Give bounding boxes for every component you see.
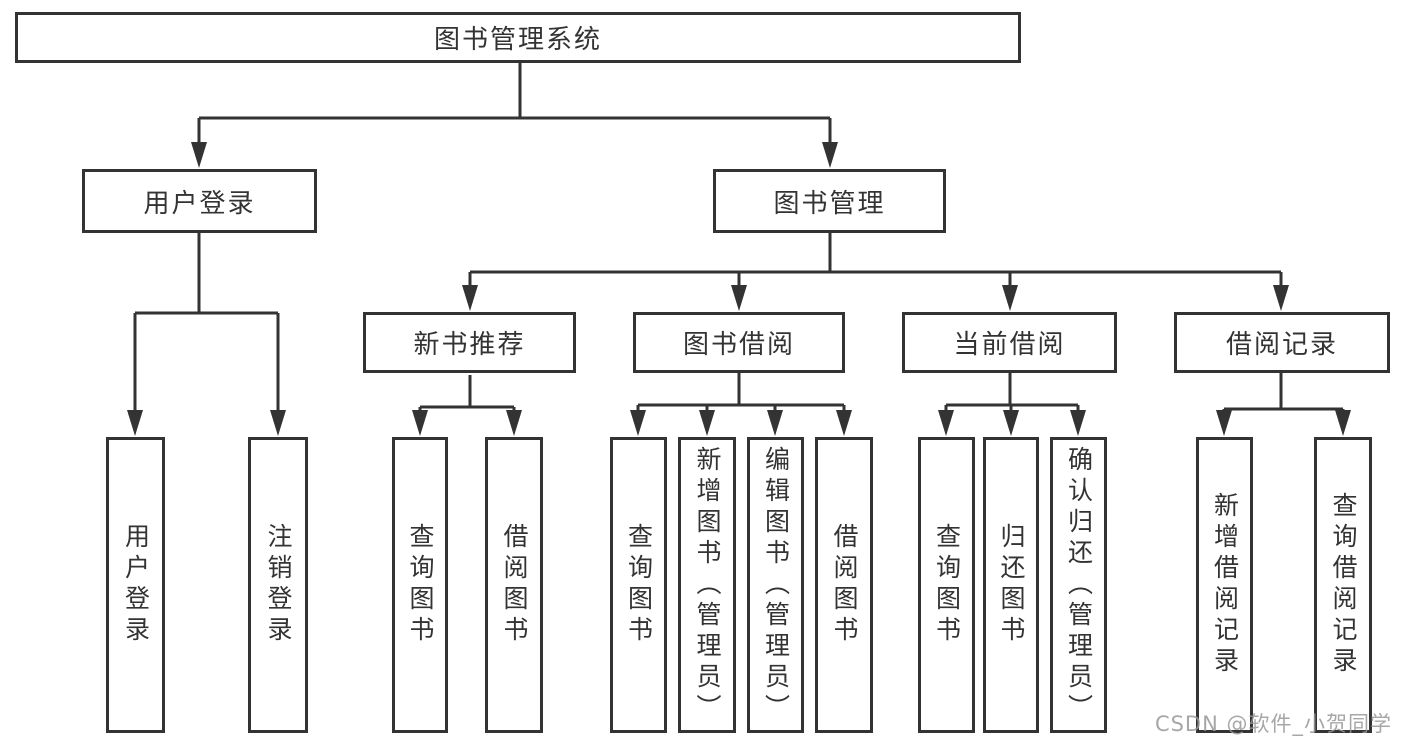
node-current-borrowing: 当前借阅 — [902, 312, 1117, 373]
node-new-book-recommend-label: 新书推荐 — [413, 330, 526, 360]
leaf-add-borrow-record: 新增借阅记录 — [1196, 437, 1253, 733]
leaf-confirm-return-admin-label: 确认归还（管理员） — [1064, 445, 1094, 725]
leaf-query-borrow-record-label: 查询借阅记录 — [1329, 492, 1358, 678]
node-user-login: 用户登录 — [82, 169, 317, 233]
node-book-management-label: 图书管理 — [773, 188, 886, 219]
leaf-borrow-books-recommend: 借阅图书 — [485, 437, 543, 733]
node-library-management-system: 图书管理系统 — [15, 12, 1021, 63]
leaf-user-login-label: 用户登录 — [121, 523, 151, 647]
leaf-borrow-books-recommend-label: 借阅图书 — [500, 523, 529, 647]
node-book-borrowing: 图书借阅 — [633, 312, 845, 373]
node-user-login-label: 用户登录 — [143, 188, 256, 219]
leaf-query-books-recommend-label: 查询图书 — [406, 523, 435, 647]
node-borrowing-records: 借阅记录 — [1174, 312, 1390, 373]
node-library-management-system-label: 图书管理系统 — [433, 25, 602, 55]
leaf-edit-books-admin: 编辑图书（管理员） — [747, 437, 804, 733]
leaf-add-books-admin: 新增图书（管理员） — [678, 437, 736, 733]
node-new-book-recommend: 新书推荐 — [363, 312, 576, 373]
leaf-confirm-return-admin: 确认归还（管理员） — [1050, 437, 1107, 733]
csdn-watermark: CSDN @软件_小贺同学 — [1154, 712, 1392, 736]
leaf-query-books-current-label: 查询图书 — [932, 523, 962, 647]
node-book-management: 图书管理 — [713, 169, 946, 233]
leaf-return-books: 归还图书 — [983, 437, 1039, 733]
leaf-add-borrow-record-label: 新增借阅记录 — [1210, 492, 1240, 678]
leaf-add-books-admin-label: 新增图书（管理员） — [693, 445, 722, 725]
leaf-borrow-books-borrowing: 借阅图书 — [815, 437, 873, 733]
leaf-logout-label: 注销登录 — [264, 523, 293, 647]
node-current-borrowing-label: 当前借阅 — [953, 330, 1066, 360]
node-borrowing-records-label: 借阅记录 — [1225, 330, 1338, 360]
leaf-query-books-current: 查询图书 — [918, 437, 975, 733]
leaf-edit-books-admin-label: 编辑图书（管理员） — [761, 445, 791, 725]
node-book-borrowing-label: 图书借阅 — [682, 330, 795, 360]
leaf-query-books-recommend: 查询图书 — [392, 437, 448, 733]
leaf-query-books-borrowing-label: 查询图书 — [624, 523, 654, 647]
leaf-return-books-label: 归还图书 — [997, 523, 1026, 647]
arrowheads — [127, 142, 1351, 436]
leaf-borrow-books-borrowing-label: 借阅图书 — [830, 523, 859, 647]
connector-shafts — [133, 63, 1345, 414]
leaf-query-borrow-record: 查询借阅记录 — [1314, 437, 1372, 733]
leaf-user-login: 用户登录 — [106, 437, 165, 733]
leaf-query-books-borrowing: 查询图书 — [610, 437, 667, 733]
leaf-logout: 注销登录 — [248, 437, 308, 733]
